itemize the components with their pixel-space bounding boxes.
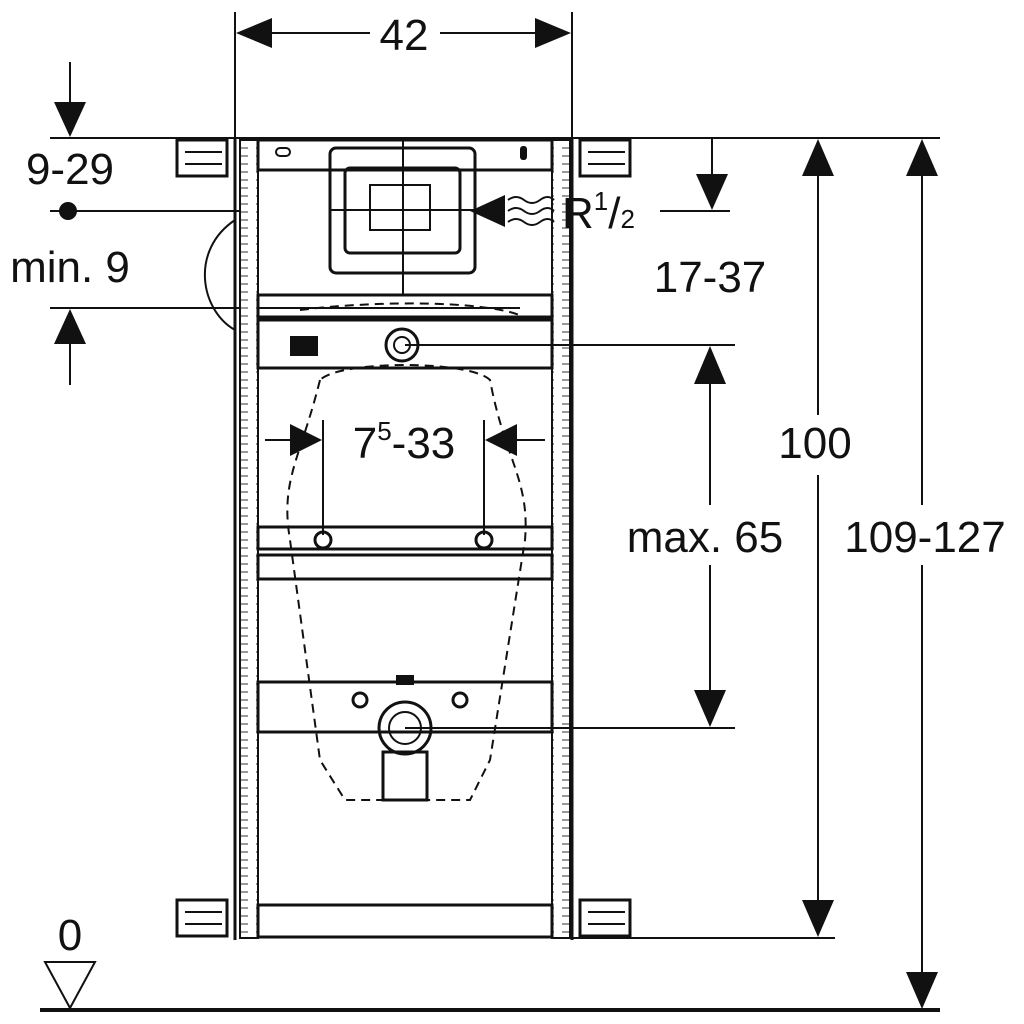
floor-level: 0 [40, 911, 940, 1012]
total-height-label: 109-127 [844, 513, 1005, 562]
arrow-right-icon [535, 18, 571, 48]
water-supply-callout: R1/2 [470, 186, 730, 238]
spacing-label: 75-33 [353, 416, 456, 468]
max-height-label: max. 65 [627, 513, 784, 562]
installation-frame [175, 138, 632, 940]
arrow-up-icon [694, 346, 726, 384]
supply-thread-label: R1/2 [562, 186, 635, 238]
floor-level-label: 0 [58, 911, 82, 960]
crossbar [256, 293, 554, 319]
bracket-bottom-right [578, 898, 632, 938]
arrow-left-icon [485, 424, 517, 456]
top-crossbar [256, 138, 554, 172]
arrow-right-icon [290, 424, 322, 456]
top-offset-label: 9-29 [26, 145, 114, 194]
arrow-down-icon [54, 102, 86, 137]
level-triangle-icon [43, 961, 97, 1011]
width-label: 42 [380, 11, 429, 60]
supply-height-label: 17-37 [654, 253, 767, 302]
right-rail [551, 139, 571, 939]
bracket-top-left [175, 138, 229, 178]
drain-crossbar [256, 680, 554, 734]
supply-hose [203, 219, 236, 331]
urinal-outline [286, 364, 527, 801]
urinal-outline-top [299, 302, 531, 321]
width-dimension: 42 [234, 11, 573, 138]
arrow-down-icon [694, 690, 726, 727]
arrow-down-icon [802, 900, 834, 937]
min-gap-label: min. 9 [10, 243, 130, 292]
bracket-bottom-left [175, 898, 229, 938]
crossbar [256, 553, 554, 581]
arrow-left-icon [236, 18, 272, 48]
water-wave-icon [507, 196, 555, 226]
arrow-down-icon [696, 174, 728, 210]
drain-fitting [351, 675, 469, 802]
bracket-top-right [578, 138, 632, 178]
arrow-left-icon [470, 195, 505, 227]
frame-height-label: 100 [778, 419, 851, 468]
mounting-bar [256, 525, 554, 551]
arrow-down-icon [906, 972, 938, 1009]
arrow-up-icon [802, 139, 834, 176]
arrow-up-icon [54, 309, 86, 344]
supply-height-dimension: 17-37 [610, 137, 767, 302]
cistern-valve-box [328, 140, 477, 295]
total-height-dimension: 109-127 [844, 139, 1006, 1009]
max-height-dimension: max. 65 [405, 344, 784, 729]
top-offset-dimension: 9-29 min. 9 [10, 62, 520, 385]
frame-height-dimension: 100 [572, 139, 852, 939]
arrow-up-icon [906, 139, 938, 176]
bottom-crossbar [256, 903, 554, 939]
left-rail [239, 139, 259, 939]
spacing-dimension: 75-33 [265, 416, 545, 535]
